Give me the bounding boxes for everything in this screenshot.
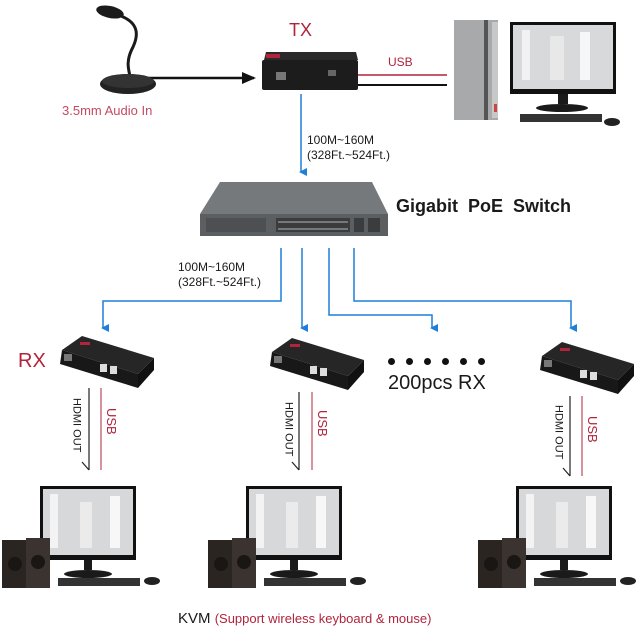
more-receivers-label: 200pcs RX — [388, 372, 486, 394]
uplink-distance-ft: (328Ft.~524Ft.) — [307, 148, 391, 162]
kvm-label: KVM — [178, 610, 211, 627]
rx1-hdmi-label: HDMI OUT — [70, 398, 83, 453]
keyboard-icon — [534, 578, 616, 586]
ellipsis-dot — [388, 358, 395, 365]
downlink-rx3 — [353, 248, 577, 332]
monitor-icon — [516, 486, 612, 578]
rx3-output-lines — [562, 396, 583, 477]
mouse-icon — [144, 577, 160, 585]
footer-caption: KVM (Support wireless keyboard & mouse) — [178, 610, 431, 627]
rx-device-1 — [60, 336, 154, 388]
mouse-icon — [620, 577, 636, 585]
speakers-icon — [478, 538, 526, 588]
rx-device-2 — [270, 338, 364, 390]
tx-device — [262, 52, 358, 90]
kvm-note: (Support wireless keyboard & mouse) — [214, 611, 432, 626]
rx-workstation-1 — [2, 486, 160, 588]
audio-in-label: 3.5mm Audio In — [62, 103, 153, 118]
keyboard-icon — [264, 578, 346, 586]
downlink-distance-m: 100M~160M — [178, 260, 246, 274]
downlink-rx1 — [101, 248, 282, 332]
more-receivers-ellipsis — [388, 358, 485, 365]
microphone-icon — [96, 5, 156, 94]
source-pc-icon — [454, 20, 620, 126]
rx-device-3 — [540, 342, 634, 394]
downlink-distance-ft: (328Ft.~524Ft.) — [178, 275, 262, 289]
tx-label: TX — [289, 20, 313, 40]
rx2-output-lines — [291, 392, 313, 471]
rx3-hdmi-label: HDMI OUT — [552, 405, 565, 460]
ellipsis-dot — [478, 358, 485, 365]
ellipsis-dot — [460, 358, 467, 365]
speakers-icon — [2, 538, 50, 588]
speakers-icon — [208, 538, 256, 588]
downlink-rx-more — [328, 248, 438, 332]
ellipsis-dot — [424, 358, 431, 365]
ellipsis-dot — [406, 358, 413, 365]
rx1-output-lines — [81, 388, 102, 471]
pc-usb-label: USB — [388, 55, 413, 69]
mouse-icon — [350, 577, 366, 585]
uplink-distance-m: 100M~160M — [307, 133, 375, 147]
ellipsis-dot — [442, 358, 449, 365]
switch-label: Gigabit PoE Switch — [396, 196, 572, 216]
rx2-usb-label: USB — [314, 410, 330, 437]
keyboard-icon — [58, 578, 140, 586]
rx-workstation-2 — [208, 486, 366, 588]
monitor-icon — [40, 486, 136, 578]
monitor-icon — [246, 486, 342, 578]
poe-switch-device — [200, 182, 388, 236]
rx2-hdmi-label: HDMI OUT — [282, 402, 295, 457]
rx-workstation-3 — [478, 486, 636, 588]
rx3-usb-label: USB — [584, 416, 600, 443]
rx-label: RX — [18, 350, 46, 372]
rx1-usb-label: USB — [103, 408, 119, 435]
